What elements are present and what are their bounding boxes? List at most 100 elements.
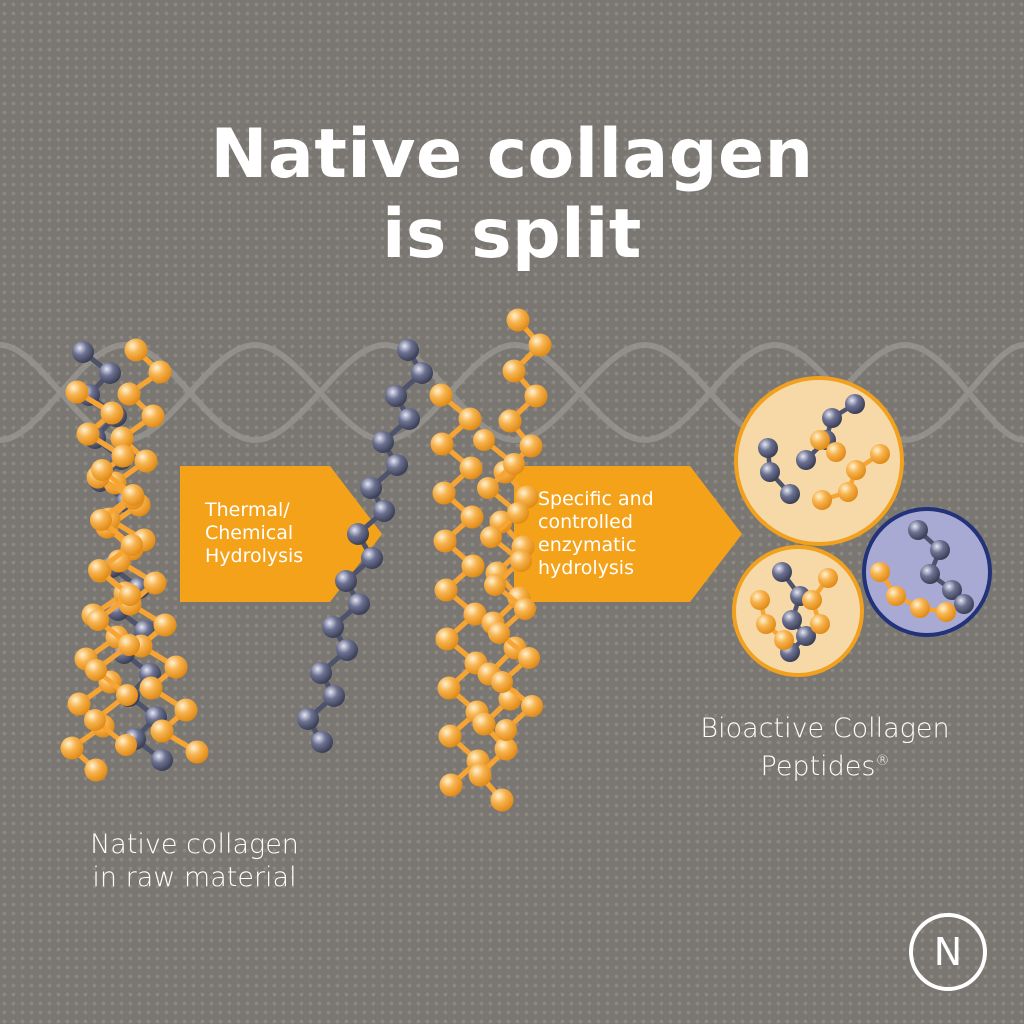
orange-bead — [438, 724, 462, 748]
orange-bead — [110, 426, 134, 450]
orange-bead — [810, 614, 830, 634]
blue-bead — [942, 580, 962, 600]
arrow1-label: Thermal/ Chemical Hydrolysis — [205, 499, 303, 568]
orange-bead — [774, 630, 794, 650]
blue-bead — [322, 616, 344, 638]
orange-bead — [812, 490, 832, 510]
orange-bead — [185, 740, 209, 764]
peptides-label-line1: Bioactive Collagen — [700, 713, 950, 744]
orange-bead — [477, 477, 499, 499]
blue-bead — [845, 394, 865, 414]
peptides-label: Bioactive Collagen Peptides® — [660, 712, 990, 783]
native-label-line1: Native collagen — [90, 829, 299, 860]
frag-blue-4 — [908, 520, 974, 614]
blue-bead — [772, 562, 792, 582]
orange-bead — [459, 456, 483, 480]
orange-bead — [810, 430, 830, 450]
orange-bead — [111, 444, 135, 468]
arrow1-line2: Chemical — [205, 522, 294, 544]
arrow2-label: Specific and controlled enzymatic hydrol… — [538, 488, 654, 580]
orange-bead — [502, 359, 526, 383]
peptide-fragments — [750, 394, 974, 662]
orange-bead — [870, 562, 890, 582]
orange-bead — [429, 383, 453, 407]
blue-bead — [796, 450, 816, 470]
orange-bead — [491, 671, 513, 693]
orange-bead — [461, 554, 485, 578]
orange-bead — [153, 613, 177, 637]
orange-bead — [90, 509, 112, 531]
registered-mark: ® — [875, 753, 890, 769]
orange-bead — [503, 453, 525, 475]
blue-bead — [361, 547, 383, 569]
brand-logo: N — [909, 913, 987, 991]
native-collagen-label: Native collagen in raw material — [62, 828, 327, 894]
split-orange-chain-c — [473, 429, 543, 741]
orange-bead — [514, 598, 536, 620]
orange-bead — [518, 647, 540, 669]
blue-bead — [397, 339, 419, 361]
blue-bead — [151, 749, 173, 771]
hydrolysis-arrow-1 — [180, 466, 382, 602]
frag-orange-5 — [870, 562, 956, 622]
orange-bead — [886, 586, 906, 606]
page-title-line1: Native collagen — [210, 115, 814, 194]
split-blue-chain — [297, 339, 433, 753]
blue-bead — [782, 610, 802, 630]
orange-bead — [100, 401, 124, 425]
blue-bead — [347, 523, 369, 545]
orange-bead — [756, 614, 776, 634]
blue-bead — [920, 564, 940, 584]
split-orange-chain-b — [468, 308, 552, 812]
blue-bead — [372, 431, 394, 453]
blue-bead — [930, 540, 950, 560]
orange-bead — [116, 684, 138, 706]
orange-bead — [460, 505, 484, 529]
orange-bead — [134, 449, 158, 473]
native-collagen-fiber — [60, 338, 209, 782]
orange-bead — [122, 484, 144, 506]
frag-blue-3 — [772, 562, 816, 662]
frag-orange-3 — [802, 568, 838, 634]
orange-bead — [910, 598, 930, 618]
orange-bead — [139, 676, 163, 700]
split-collagen-strands — [297, 308, 552, 812]
orange-bead — [150, 719, 174, 743]
orange-bead — [458, 407, 482, 431]
blue-bead — [373, 500, 395, 522]
orange-bead — [143, 571, 167, 595]
frag-blue-1 — [758, 438, 800, 504]
orange-bead — [67, 692, 91, 716]
split-orange-chain-a — [429, 383, 490, 797]
orange-bead — [117, 382, 141, 406]
orange-bead — [65, 380, 89, 404]
orange-bead — [838, 482, 858, 502]
blue-bead — [348, 593, 370, 615]
orange-bead — [87, 609, 109, 631]
native-label-line2: in raw material — [92, 862, 297, 893]
orange-bead — [510, 550, 532, 572]
blue-bead — [310, 662, 332, 684]
orange-bead — [488, 622, 510, 644]
orange-bead — [507, 502, 529, 524]
orange-bead — [495, 719, 517, 741]
orange-bead — [468, 763, 492, 787]
orange-bead — [498, 409, 522, 433]
orange-bead — [124, 338, 148, 362]
blue-bead — [386, 454, 408, 476]
orange-bead — [480, 526, 502, 548]
orange-bead — [439, 773, 463, 797]
orange-bead — [936, 602, 956, 622]
blue-bead — [335, 570, 357, 592]
blue-bead — [908, 520, 928, 540]
blue-bead — [780, 484, 800, 504]
frag-orange-4 — [750, 590, 794, 650]
native-orange-chain-b — [65, 380, 209, 764]
orange-bead — [802, 590, 822, 610]
orange-bead — [490, 788, 514, 812]
arrow2-line2: controlled — [538, 511, 633, 533]
orange-bead — [148, 360, 172, 384]
blue-bead — [760, 462, 780, 482]
